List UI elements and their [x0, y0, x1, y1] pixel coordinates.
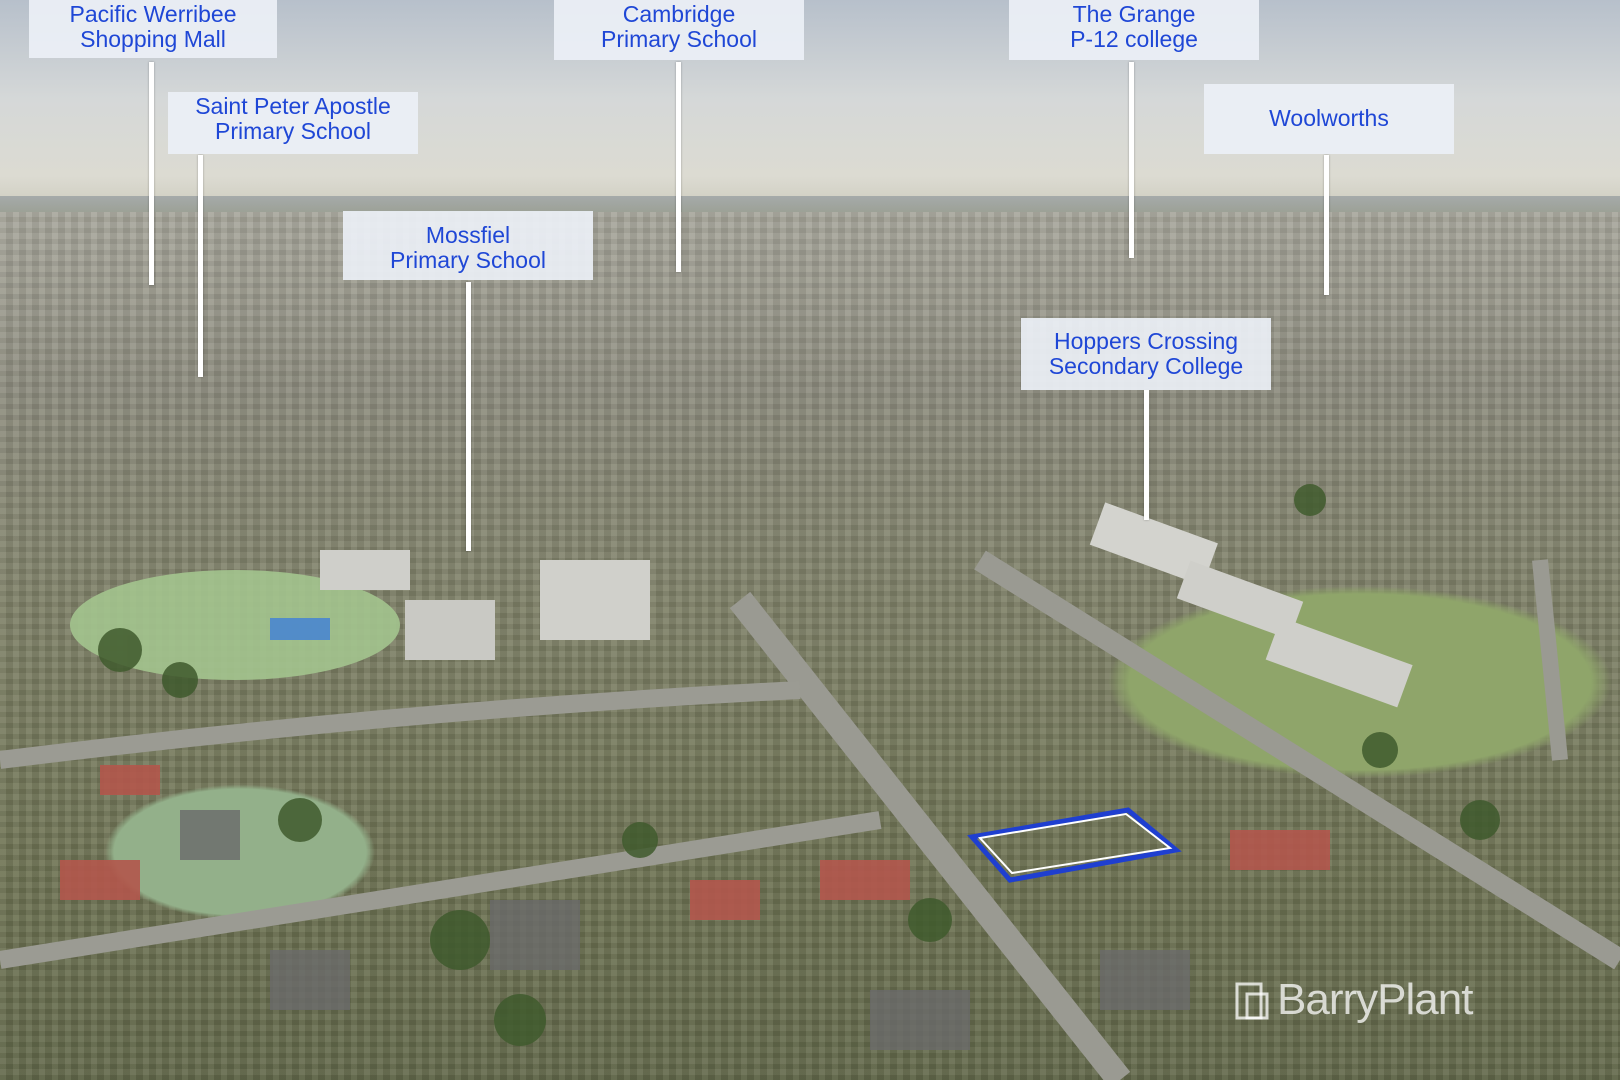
label-line: Woolworths: [1269, 105, 1389, 131]
label-line: Secondary College: [1048, 353, 1244, 379]
label-line: P-12 college: [1070, 26, 1198, 52]
watermark-text: BarryPlant: [1277, 975, 1473, 1024]
pin-pacific-werribee: [149, 62, 154, 285]
pin-saint-peter: [198, 155, 203, 377]
pin-cambridge: [676, 62, 681, 272]
label-mossfiel: Mossfiel Primary School: [343, 211, 593, 280]
label-line: Saint Peter Apostle: [195, 93, 391, 119]
label-pacific-werribee: Pacific Werribee Shopping Mall: [29, 0, 277, 58]
pin-woolworths: [1324, 155, 1329, 295]
label-the-grange: The Grange P-12 college: [1009, 0, 1259, 60]
label-line: Primary School: [390, 247, 546, 273]
label-line: Primary School: [215, 118, 371, 144]
label-line: Pacific Werribee: [69, 1, 237, 27]
pin-mossfiel: [466, 282, 471, 551]
label-line: Shopping Mall: [80, 26, 226, 52]
label-woolworths: Woolworths: [1204, 84, 1454, 154]
pin-the-grange: [1129, 62, 1134, 258]
pin-hoppers-crossing: [1144, 390, 1149, 520]
watermark: BarryPlant: [1235, 975, 1473, 1025]
barryplant-logo-icon: [1235, 982, 1269, 1020]
label-line: Hoppers Crossing: [1053, 328, 1239, 354]
label-line: Primary School: [601, 26, 757, 52]
label-cambridge: Cambridge Primary School: [554, 0, 804, 60]
label-line: The Grange: [1072, 1, 1196, 27]
label-line: Mossfiel: [425, 222, 511, 248]
label-saint-peter: Saint Peter Apostle Primary School: [168, 92, 418, 154]
label-line: Cambridge: [622, 1, 736, 27]
label-hoppers-crossing: Hoppers Crossing Secondary College: [1021, 318, 1271, 390]
